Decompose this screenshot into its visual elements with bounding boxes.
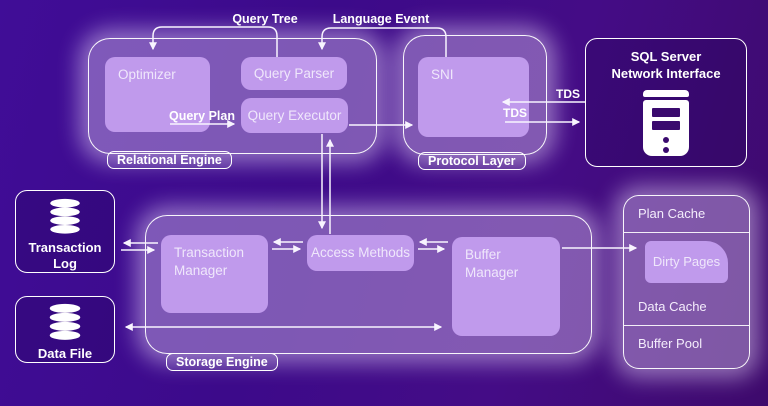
sni-node: SNI — [418, 57, 529, 137]
network-interface-box: SQL Server Network Interface — [585, 38, 747, 167]
cache-panel-divider — [624, 325, 749, 326]
server-body — [643, 99, 689, 156]
data-cache-label: Data Cache — [638, 299, 707, 314]
cache-panel-divider — [624, 232, 749, 233]
server-cap — [643, 89, 689, 97]
relational-engine-tag: Relational Engine — [107, 151, 232, 169]
transaction-manager-node: Transaction Manager — [161, 235, 268, 313]
tds-outbound-edge-label: TDS — [503, 106, 527, 120]
storage-engine-tag: Storage Engine — [166, 353, 278, 371]
protocol-layer-tag: Protocol Layer — [418, 152, 526, 170]
access-methods-node: Access Methods — [307, 235, 414, 271]
cache-panel: Plan Cache Dirty Pages Data Cache Buffer… — [623, 195, 750, 369]
data-file-box: Data File — [15, 296, 115, 363]
server-drive-bay — [652, 107, 680, 117]
query-executor-node: Query Executor — [241, 98, 348, 133]
network-interface-title-line2: Network Interface — [611, 65, 721, 81]
query-plan-edge-label: Query Plan — [169, 109, 235, 123]
server-icon — [643, 89, 689, 156]
network-interface-title: SQL Server Network Interface — [611, 49, 720, 83]
server-led — [663, 146, 669, 153]
database-icon — [49, 303, 81, 340]
optimizer-node: Optimizer — [105, 57, 210, 132]
server-drive-bay — [652, 120, 680, 130]
transaction-log-label: Transaction Log — [28, 239, 102, 271]
plan-cache-label: Plan Cache — [638, 206, 706, 221]
transaction-log-box: Transaction Log — [15, 190, 115, 273]
data-file-label: Data File — [37, 345, 93, 361]
language-event-edge-label: Language Event — [332, 12, 430, 26]
query-tree-edge-label: Query Tree — [232, 12, 298, 26]
dirty-pages-node: Dirty Pages — [645, 241, 728, 283]
buffer-manager-node: Buffer Manager — [452, 237, 560, 336]
database-icon — [50, 198, 80, 234]
network-interface-title-line1: SQL Server — [630, 49, 702, 64]
buffer-pool-label: Buffer Pool — [638, 336, 703, 351]
tds-inbound-edge-label: TDS — [556, 87, 580, 101]
server-led — [663, 136, 669, 143]
query-parser-node: Query Parser — [241, 57, 347, 90]
